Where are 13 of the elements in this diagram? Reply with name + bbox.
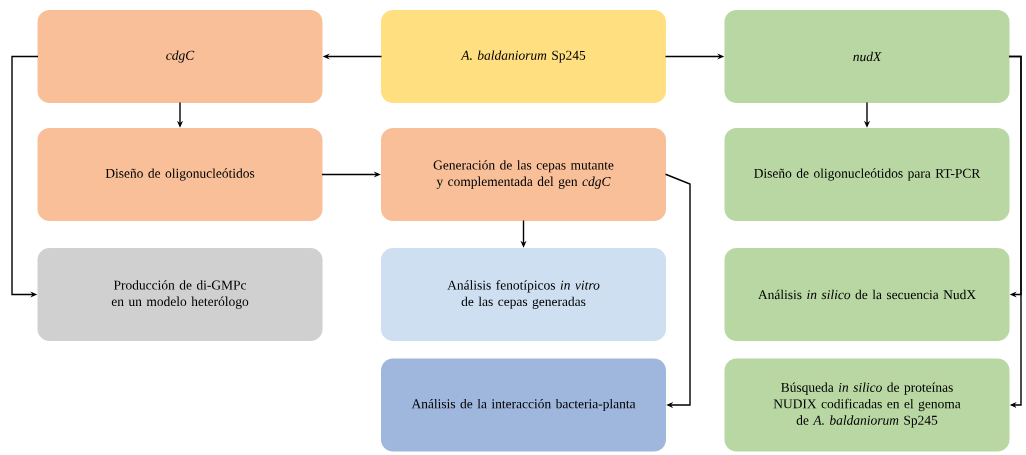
process-box: Análisis de la interacción bacteria-planta xyxy=(381,358,666,452)
process-box: Búsqueda in silico de proteínas NUDIX codificadas en el genoma de A. baldaniorum Sp245 xyxy=(724,358,1010,452)
process-box: Análisis in silico de la secuencia NudX xyxy=(724,248,1010,341)
process-box: Diseño de oligonucleótidos para RT-PCR xyxy=(724,128,1010,221)
process-box: Producción de di-GMPc en un modelo heterólogo xyxy=(37,248,323,341)
process-box: Análisis fenotípicos in vitro de las cepas generadas xyxy=(381,248,666,341)
process-box: Diseño de oligonucleótidos xyxy=(37,128,323,221)
arrow xyxy=(1009,55,1022,409)
process-box: Generación de las cepas mutante y complementada del gen cdgC xyxy=(381,128,666,221)
process-box: A. baldaniorum Sp245 xyxy=(381,10,666,103)
process-box: nudX xyxy=(724,10,1010,103)
arrow xyxy=(665,173,691,409)
process-box: cdgC xyxy=(37,10,323,103)
